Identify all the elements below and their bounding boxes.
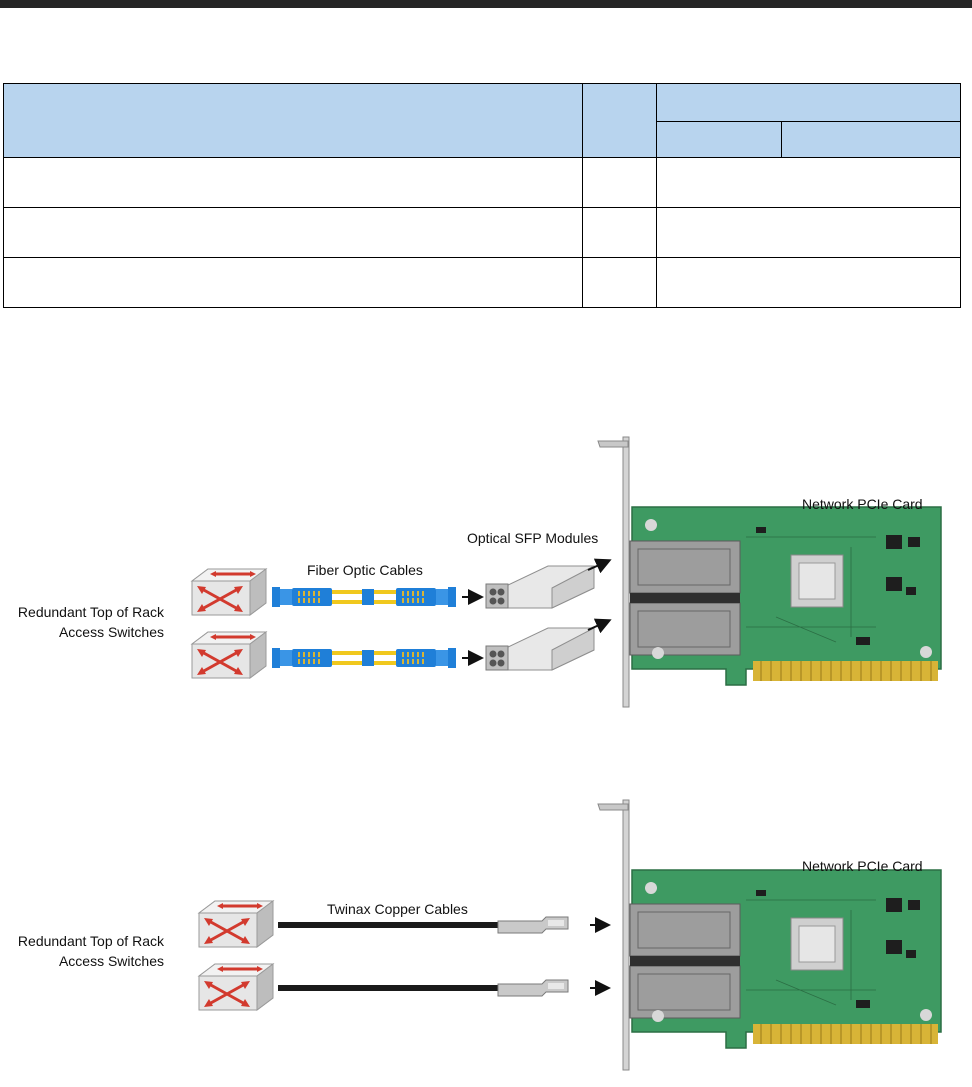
switches-label: Access Switches (59, 953, 164, 969)
switch-icon (197, 962, 275, 1012)
cables-label: Twinax Copper Cables (327, 901, 468, 917)
table-row (3, 257, 961, 308)
header-cell (656, 83, 961, 122)
switch-icon (190, 630, 268, 680)
switch-icon (190, 567, 268, 617)
switches-label: Redundant Top of Rack (18, 933, 165, 949)
table-cell (3, 207, 583, 258)
cables-label: Fiber Optic Cables (307, 562, 423, 578)
figure-twinax-copper: Network PCIe Card Twinax Copper Cables R… (18, 799, 942, 1071)
switch-icon (197, 899, 275, 949)
table-cell (3, 257, 583, 308)
arrow-icon (587, 618, 612, 634)
pcie-card-icon (597, 799, 942, 1071)
fiber-cable-icon (272, 587, 456, 607)
card-label: Network PCIe Card (802, 496, 923, 512)
sfp-module-icon (497, 916, 569, 934)
arrow-icon (587, 558, 612, 574)
table-cell (656, 157, 961, 208)
switches-label: Access Switches (59, 624, 164, 640)
spec-table (3, 83, 961, 308)
header-cell (3, 83, 583, 158)
table-row (3, 207, 961, 258)
fiber-cable-icon (272, 648, 456, 668)
sfp-module-icon (485, 565, 595, 609)
sfp-module-icon (497, 979, 569, 997)
modules-label: Optical SFP Modules (467, 530, 598, 546)
table-cell (582, 257, 657, 308)
figure-fiber-optic: Network PCIe Card Optical SFP Modules Fi… (18, 436, 942, 708)
table-cell (582, 207, 657, 258)
sfp-module-icon (485, 627, 595, 671)
pcie-card-icon (597, 436, 942, 708)
top-rule (0, 0, 972, 8)
card-label: Network PCIe Card (802, 858, 923, 874)
table-cell (656, 257, 961, 308)
switches-label: Redundant Top of Rack (18, 604, 165, 620)
